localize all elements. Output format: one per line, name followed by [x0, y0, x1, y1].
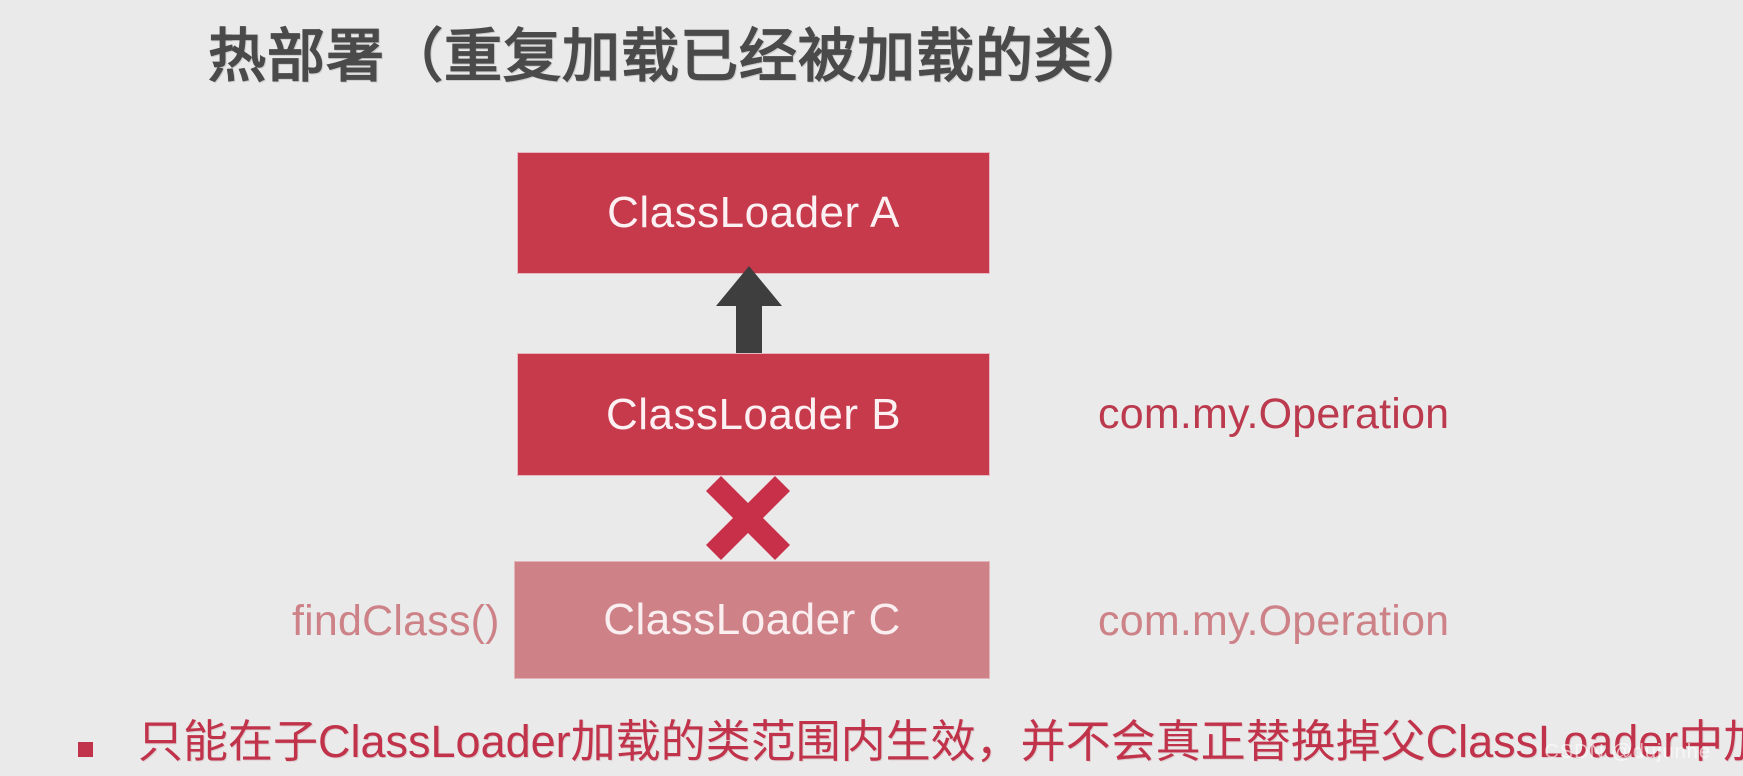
red-cross-icon	[706, 476, 790, 560]
classloader-b-box: ClassLoader B	[517, 353, 990, 476]
classloader-c-box: ClassLoader C	[514, 561, 990, 679]
annotation-operation-b: com.my.Operation	[1098, 390, 1450, 438]
classloader-a-box: ClassLoader A	[517, 152, 990, 274]
bullet-text: 只能在子ClassLoader加载的类范围内生效，并不会真正替换掉父ClassL…	[138, 716, 1743, 767]
page-title: 热部署（重复加载已经被加载的类）	[208, 24, 1153, 89]
up-arrow-icon	[716, 266, 782, 358]
bullet-marker-icon	[78, 742, 93, 758]
annotation-find-class: findClass()	[292, 597, 500, 645]
bullet-list-item: 只能在子ClassLoader加载的类范围内生效，并不会真正替换掉父ClassL…	[78, 716, 1743, 768]
classloader-b-label: ClassLoader B	[605, 389, 902, 439]
classloader-a-label: ClassLoader A	[607, 188, 900, 237]
annotation-operation-c: com.my.Operation	[1098, 597, 1450, 645]
classloader-c-label: ClassLoader C	[603, 595, 901, 644]
